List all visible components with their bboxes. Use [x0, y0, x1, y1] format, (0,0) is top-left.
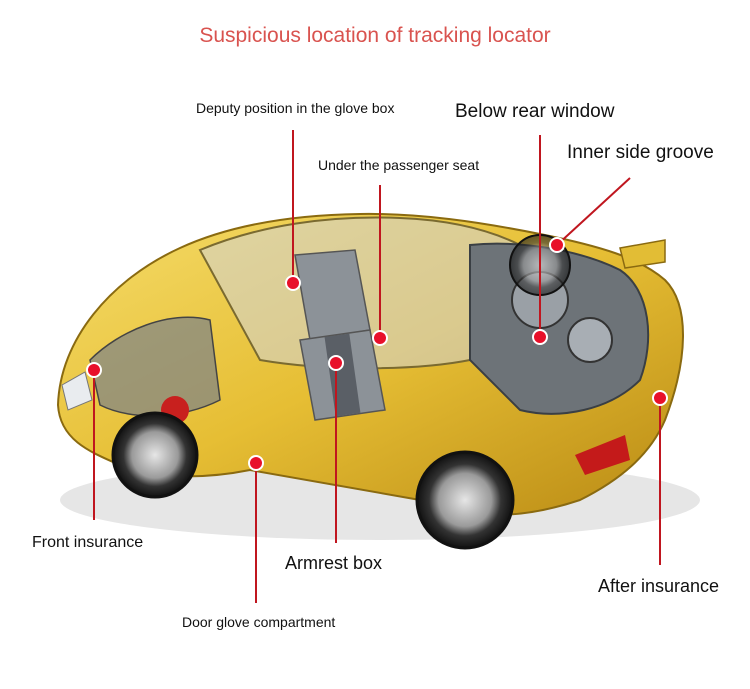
- label-front: Front insurance: [32, 534, 144, 551]
- label-door-glove: Door glove compartment: [182, 614, 336, 630]
- rear-wheel: [415, 450, 515, 550]
- marker-side-groove: [549, 237, 565, 253]
- front-suspension: [89, 316, 221, 417]
- label-side-groove: Inner side groove: [567, 142, 714, 163]
- label-glove-box: Deputy position in the glove box: [196, 100, 395, 116]
- leader-lines: [93, 130, 661, 603]
- engine-part: [567, 317, 613, 363]
- marker-after: [652, 390, 668, 406]
- marker-front: [86, 362, 102, 378]
- rear-spoiler: [619, 239, 666, 269]
- diagram-title: Suspicious location of tracking locator: [199, 24, 551, 47]
- marker-passenger-seat: [372, 330, 388, 346]
- marker-glove-box: [285, 275, 301, 291]
- marker-armrest: [328, 355, 344, 371]
- tail-light: [575, 435, 630, 475]
- leader-side-groove: [556, 177, 631, 246]
- label-after: After insurance: [598, 576, 720, 596]
- marker-door-glove: [248, 455, 264, 471]
- label-passenger-seat: Under the passenger seat: [318, 157, 480, 173]
- front-wheel: [111, 411, 199, 499]
- center-console: [324, 333, 361, 417]
- label-rear-window: Below rear window: [455, 101, 615, 122]
- label-armrest: Armrest box: [285, 553, 383, 573]
- headlight: [61, 371, 93, 411]
- marker-rear-window: [532, 329, 548, 345]
